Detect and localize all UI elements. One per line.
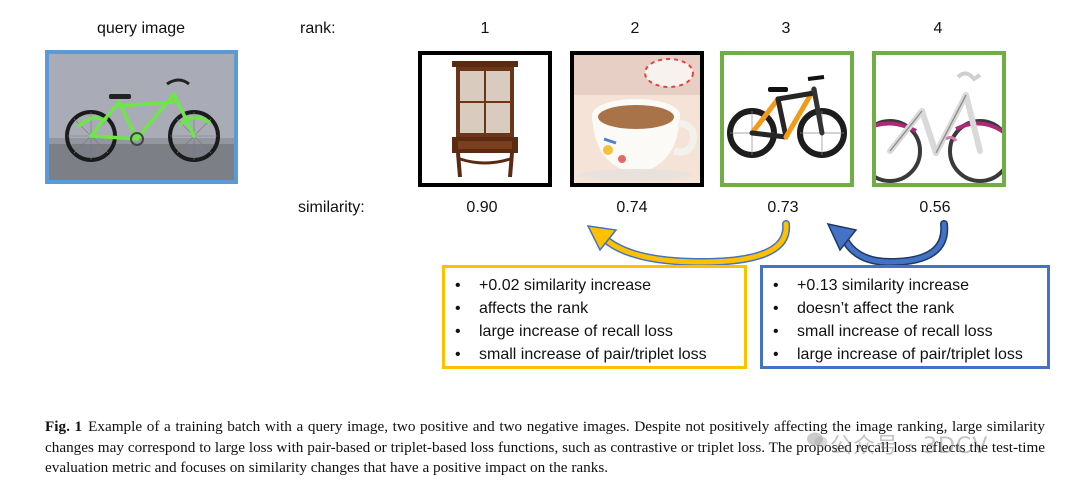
result-image-4	[872, 51, 1006, 187]
right-explanation-box: +0.13 similarity increase doesn’t affect…	[760, 265, 1050, 369]
similarity-value-2: 0.74	[616, 199, 648, 216]
watermark-text: 公众号 · 3DCV	[830, 434, 989, 459]
left-box-item: +0.02 similarity increase	[453, 274, 736, 297]
figure-label: Fig. 1	[45, 418, 83, 435]
result-image-3	[720, 51, 854, 187]
left-arrow	[586, 220, 791, 267]
caption-text: Example of a training batch with a query…	[45, 418, 1045, 476]
rank-number-3: 3	[781, 20, 791, 37]
right-box-item: large increase of pair/triplet loss	[771, 343, 1039, 366]
left-box-item: small increase of pair/triplet loss	[453, 343, 736, 366]
rank-number-4: 4	[933, 20, 943, 37]
left-box-list: +0.02 similarity increase affects the ra…	[453, 274, 736, 366]
result-image-1	[418, 51, 552, 187]
similarity-label: similarity:	[298, 199, 365, 216]
right-box-item: small increase of recall loss	[771, 320, 1039, 343]
rank-number-1: 1	[480, 20, 490, 37]
right-box-item: +0.13 similarity increase	[771, 274, 1039, 297]
similarity-value-1: 0.90	[466, 199, 498, 216]
rank-label: rank:	[300, 20, 336, 37]
rank-number-2: 2	[630, 20, 640, 37]
left-explanation-box: +0.02 similarity increase affects the ra…	[442, 265, 747, 369]
similarity-value-4: 0.56	[919, 199, 951, 216]
wechat-icon	[807, 432, 828, 448]
white-bike-picture	[876, 55, 1002, 183]
similarity-value-3: 0.73	[767, 199, 799, 216]
cabinet-picture	[422, 55, 548, 183]
right-box-item: doesn’t affect the rank	[771, 297, 1039, 320]
left-box-item: large increase of recall loss	[453, 320, 736, 343]
mountain-bike-picture	[724, 55, 850, 183]
query-image-label: query image	[97, 20, 186, 37]
green-bicycle-picture	[49, 54, 234, 180]
right-box-list: +0.13 similarity increase doesn’t affect…	[771, 274, 1039, 366]
left-box-item: affects the rank	[453, 297, 736, 320]
right-arrow	[826, 220, 949, 267]
rank-change-arrows	[586, 220, 949, 267]
result-image-2	[570, 51, 704, 187]
query-image	[45, 50, 238, 184]
coffee-cup-picture	[574, 55, 700, 183]
